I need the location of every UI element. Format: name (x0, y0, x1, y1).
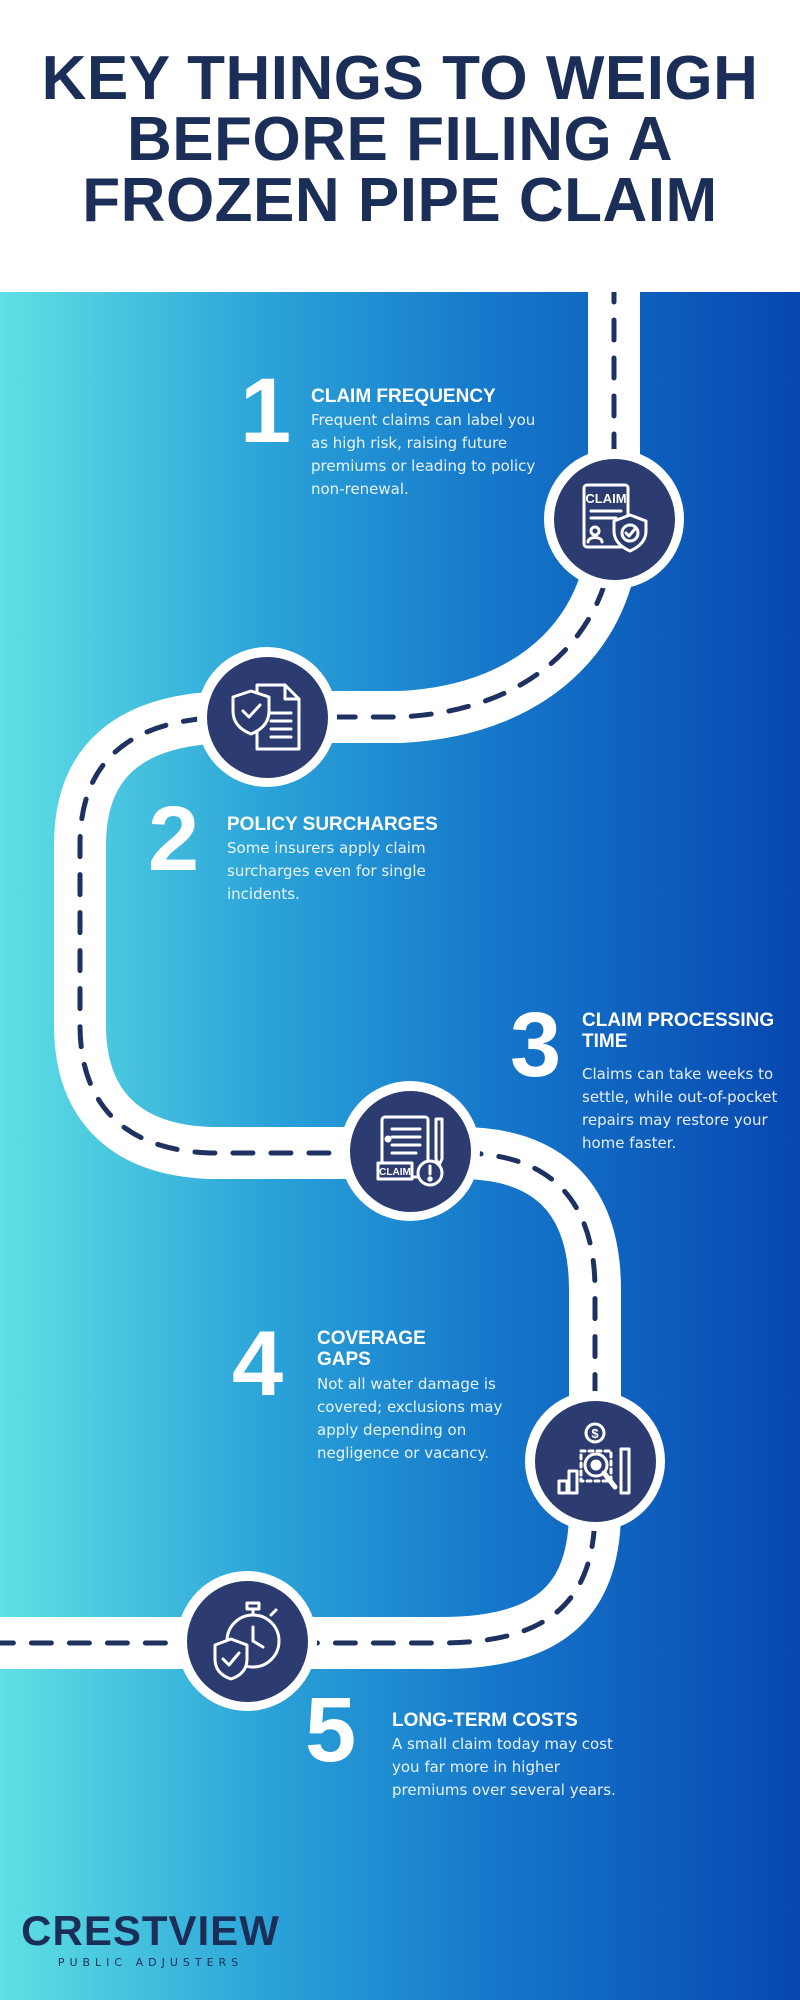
brand-tagline: PUBLIC ADJUSTERS (57, 1956, 244, 1969)
step-1-icon-circle: CLAIM (544, 449, 684, 589)
header: KEY THINGS TO WEIGH BEFORE FILING A FROZ… (0, 0, 800, 292)
step-1-description: Frequent claims can label you as high ri… (311, 411, 536, 498)
step-2-title: POLICY SURCHARGES (227, 814, 438, 835)
step-4-number: 4 (232, 1313, 284, 1415)
step-5-number: 5 (305, 1679, 357, 1781)
brand-name: CRESTVIEW (21, 1907, 280, 1954)
step-4-description: Not all water damage is covered; exclusi… (317, 1375, 503, 1462)
gradient-panel: CLAIM 1 CLAIM FREQUENCY Frequent claims … (0, 292, 800, 2000)
step-3-icon-circle: CLAIM (340, 1081, 480, 1221)
step-5-title: LONG-TERM COSTS (392, 1710, 578, 1731)
step-2-icon-circle (197, 647, 337, 787)
step-5-icon-circle (177, 1571, 317, 1711)
dollar-magnifier-chart-icon: $ (557, 1422, 631, 1495)
winding-road (0, 292, 640, 1669)
step-2-description: Some insurers apply claim surcharges eve… (227, 839, 426, 903)
step-1-number: 1 (240, 360, 292, 462)
step-3-title: CLAIM PROCESSING TIME (582, 1010, 775, 1052)
title-line-3: FROZEN PIPE CLAIM (82, 166, 718, 235)
road-dashes (0, 292, 617, 1646)
step-5-description: A small claim today may cost you far mor… (392, 1735, 616, 1799)
step-1-title: CLAIM FREQUENCY (311, 386, 496, 407)
step-2-number: 2 (148, 788, 200, 890)
step-3-number: 3 (510, 994, 562, 1096)
step-3-description: Claims can take weeks to settle, while o… (582, 1065, 778, 1152)
step-4-title: COVERAGE GAPS (317, 1328, 426, 1370)
step-4-icon-circle: $ (525, 1391, 665, 1531)
title-line-1: KEY THINGS TO WEIGH (41, 44, 759, 113)
claim-icon-text: CLAIM (379, 1167, 411, 1178)
title-line-2: BEFORE FILING A (127, 105, 673, 174)
stopwatch-shield-icon (213, 1601, 281, 1681)
claim-icon-text: CLAIM (585, 491, 626, 506)
page-title: KEY THINGS TO WEIGH BEFORE FILING A FROZ… (20, 44, 780, 235)
claim-clipboard-alert-icon: CLAIM (376, 1115, 444, 1187)
brand-logo: CRESTVIEW PUBLIC ADJUSTERS (18, 1907, 283, 1970)
claim-document-shield-icon: CLAIM (582, 483, 648, 553)
dollar-icon-text: $ (591, 1426, 599, 1441)
shield-document-icon (231, 683, 301, 751)
